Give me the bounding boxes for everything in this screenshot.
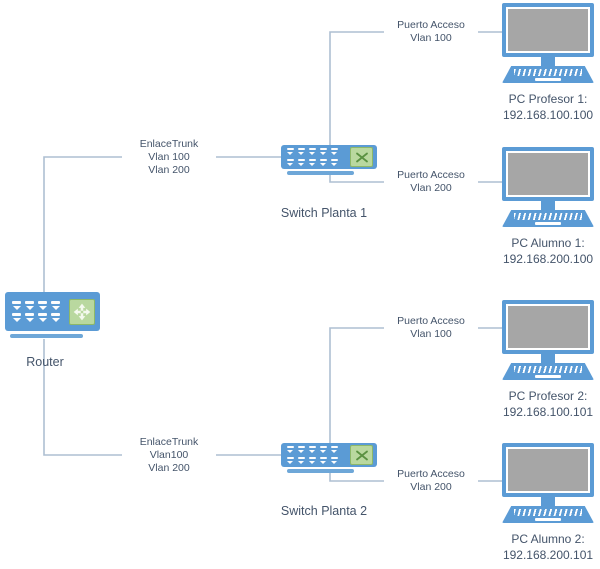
port-icon bbox=[38, 313, 47, 322]
pc-name: PC Profesor 1: bbox=[508, 92, 588, 106]
link-label-line: EnlaceTrunk bbox=[139, 436, 199, 448]
port-icon bbox=[298, 445, 305, 454]
keyboard-icon bbox=[502, 210, 594, 227]
port-icon bbox=[51, 313, 60, 322]
keyboard-icon bbox=[502, 506, 594, 523]
port-icon bbox=[331, 158, 338, 167]
link-label-line: Vlan 200 bbox=[148, 462, 190, 474]
switch-ports bbox=[287, 445, 338, 465]
port-icon bbox=[51, 301, 60, 310]
link-label-line: Puerto Acceso bbox=[397, 468, 465, 480]
monitor-stand bbox=[541, 497, 555, 506]
switch-base-bar bbox=[287, 171, 354, 175]
link-label-line: Puerto Acceso bbox=[397, 315, 465, 327]
port-icon bbox=[287, 445, 294, 454]
link-label-line: Vlan 100 bbox=[410, 32, 452, 44]
switch-planta-2-node bbox=[281, 443, 377, 467]
link-label-line: Vlan 200 bbox=[148, 164, 190, 176]
link-label-trunk2: EnlaceTrunk Vlan100 Vlan 200 bbox=[122, 436, 216, 475]
pc-profesor-2-node: PC Profesor 2: 192.168.100.101 bbox=[498, 300, 598, 420]
monitor-stand bbox=[541, 57, 555, 66]
port-icon bbox=[287, 147, 294, 156]
pc-name: PC Alumno 1: bbox=[511, 236, 585, 250]
link-label-line: Vlan 100 bbox=[410, 328, 452, 340]
wire-router-switch1 bbox=[43, 156, 281, 293]
switch-base-bar bbox=[287, 469, 354, 473]
link-label-acceso2: Puerto Acceso Vlan 200 bbox=[384, 169, 478, 195]
switch-planta-1-node bbox=[281, 145, 377, 169]
port-icon bbox=[309, 456, 316, 465]
pc-alumno-2-node: PC Alumno 2: 192.168.200.101 bbox=[498, 443, 598, 563]
pc-label: PC Alumno 1: 192.168.200.100 bbox=[498, 235, 598, 267]
port-icon bbox=[320, 456, 327, 465]
link-label-line: EnlaceTrunk bbox=[139, 138, 199, 150]
port-icon bbox=[331, 445, 338, 454]
pc-label: PC Profesor 1: 192.168.100.100 bbox=[498, 91, 598, 123]
pc-ip: 192.168.100.101 bbox=[502, 405, 594, 419]
wire-switch1-pc-profesor1 bbox=[329, 31, 505, 146]
port-icon bbox=[331, 147, 338, 156]
port-icon bbox=[12, 313, 21, 322]
monitor-icon bbox=[502, 443, 594, 497]
port-icon bbox=[320, 158, 327, 167]
router-ports bbox=[12, 301, 60, 322]
router-crossroads-icon bbox=[69, 298, 95, 325]
port-icon bbox=[331, 456, 338, 465]
link-label-line: Puerto Acceso bbox=[397, 19, 465, 31]
port-icon bbox=[287, 158, 294, 167]
port-icon bbox=[309, 158, 316, 167]
link-label-acceso1: Puerto Acceso Vlan 100 bbox=[384, 19, 478, 45]
router-node bbox=[5, 292, 100, 331]
link-label-acceso3: Puerto Acceso Vlan 100 bbox=[384, 315, 478, 341]
port-icon bbox=[309, 147, 316, 156]
port-icon bbox=[287, 456, 294, 465]
router-label: Router bbox=[26, 355, 64, 369]
pc-ip: 192.168.100.100 bbox=[502, 108, 594, 122]
pc-label: PC Profesor 2: 192.168.100.101 bbox=[498, 388, 598, 420]
pc-alumno-1-node: PC Alumno 1: 192.168.200.100 bbox=[498, 147, 598, 267]
pc-name: PC Profesor 2: bbox=[508, 389, 588, 403]
keyboard-icon bbox=[502, 66, 594, 83]
pc-label: PC Alumno 2: 192.168.200.101 bbox=[498, 531, 598, 563]
port-icon bbox=[25, 301, 34, 310]
monitor-icon bbox=[502, 147, 594, 201]
pc-name: PC Alumno 2: bbox=[511, 532, 585, 546]
switch-crossed-arrows-icon bbox=[350, 445, 373, 465]
pc-profesor-1-node: PC Profesor 1: 192.168.100.100 bbox=[498, 3, 598, 123]
port-icon bbox=[298, 147, 305, 156]
switch-crossed-arrows-icon bbox=[350, 147, 373, 167]
port-icon bbox=[298, 456, 305, 465]
router-base-bar bbox=[10, 334, 83, 338]
link-label-line: Vlan 100 bbox=[148, 151, 190, 163]
port-icon bbox=[320, 147, 327, 156]
port-icon bbox=[25, 313, 34, 322]
link-label-trunk1: EnlaceTrunk Vlan 100 Vlan 200 bbox=[122, 138, 216, 177]
link-label-line: Vlan100 bbox=[149, 449, 189, 461]
link-label-line: Vlan 200 bbox=[410, 481, 452, 493]
port-icon bbox=[309, 445, 316, 454]
port-icon bbox=[298, 158, 305, 167]
monitor-stand bbox=[541, 354, 555, 363]
keyboard-icon bbox=[502, 363, 594, 380]
switch-planta-1-label: Switch Planta 1 bbox=[280, 206, 368, 220]
monitor-icon bbox=[502, 3, 594, 57]
switch-ports bbox=[287, 147, 338, 167]
wire-switch2-pc-profesor2 bbox=[329, 327, 505, 444]
link-label-acceso4: Puerto Acceso Vlan 200 bbox=[384, 468, 478, 494]
monitor-stand bbox=[541, 201, 555, 210]
link-label-line: Puerto Acceso bbox=[397, 169, 465, 181]
pc-ip: 192.168.200.101 bbox=[502, 548, 594, 562]
switch-planta-2-label: Switch Planta 2 bbox=[280, 504, 368, 518]
link-label-line: Vlan 200 bbox=[410, 182, 452, 194]
pc-ip: 192.168.200.100 bbox=[502, 252, 594, 266]
monitor-icon bbox=[502, 300, 594, 354]
port-icon bbox=[320, 445, 327, 454]
port-icon bbox=[12, 301, 21, 310]
port-icon bbox=[38, 301, 47, 310]
